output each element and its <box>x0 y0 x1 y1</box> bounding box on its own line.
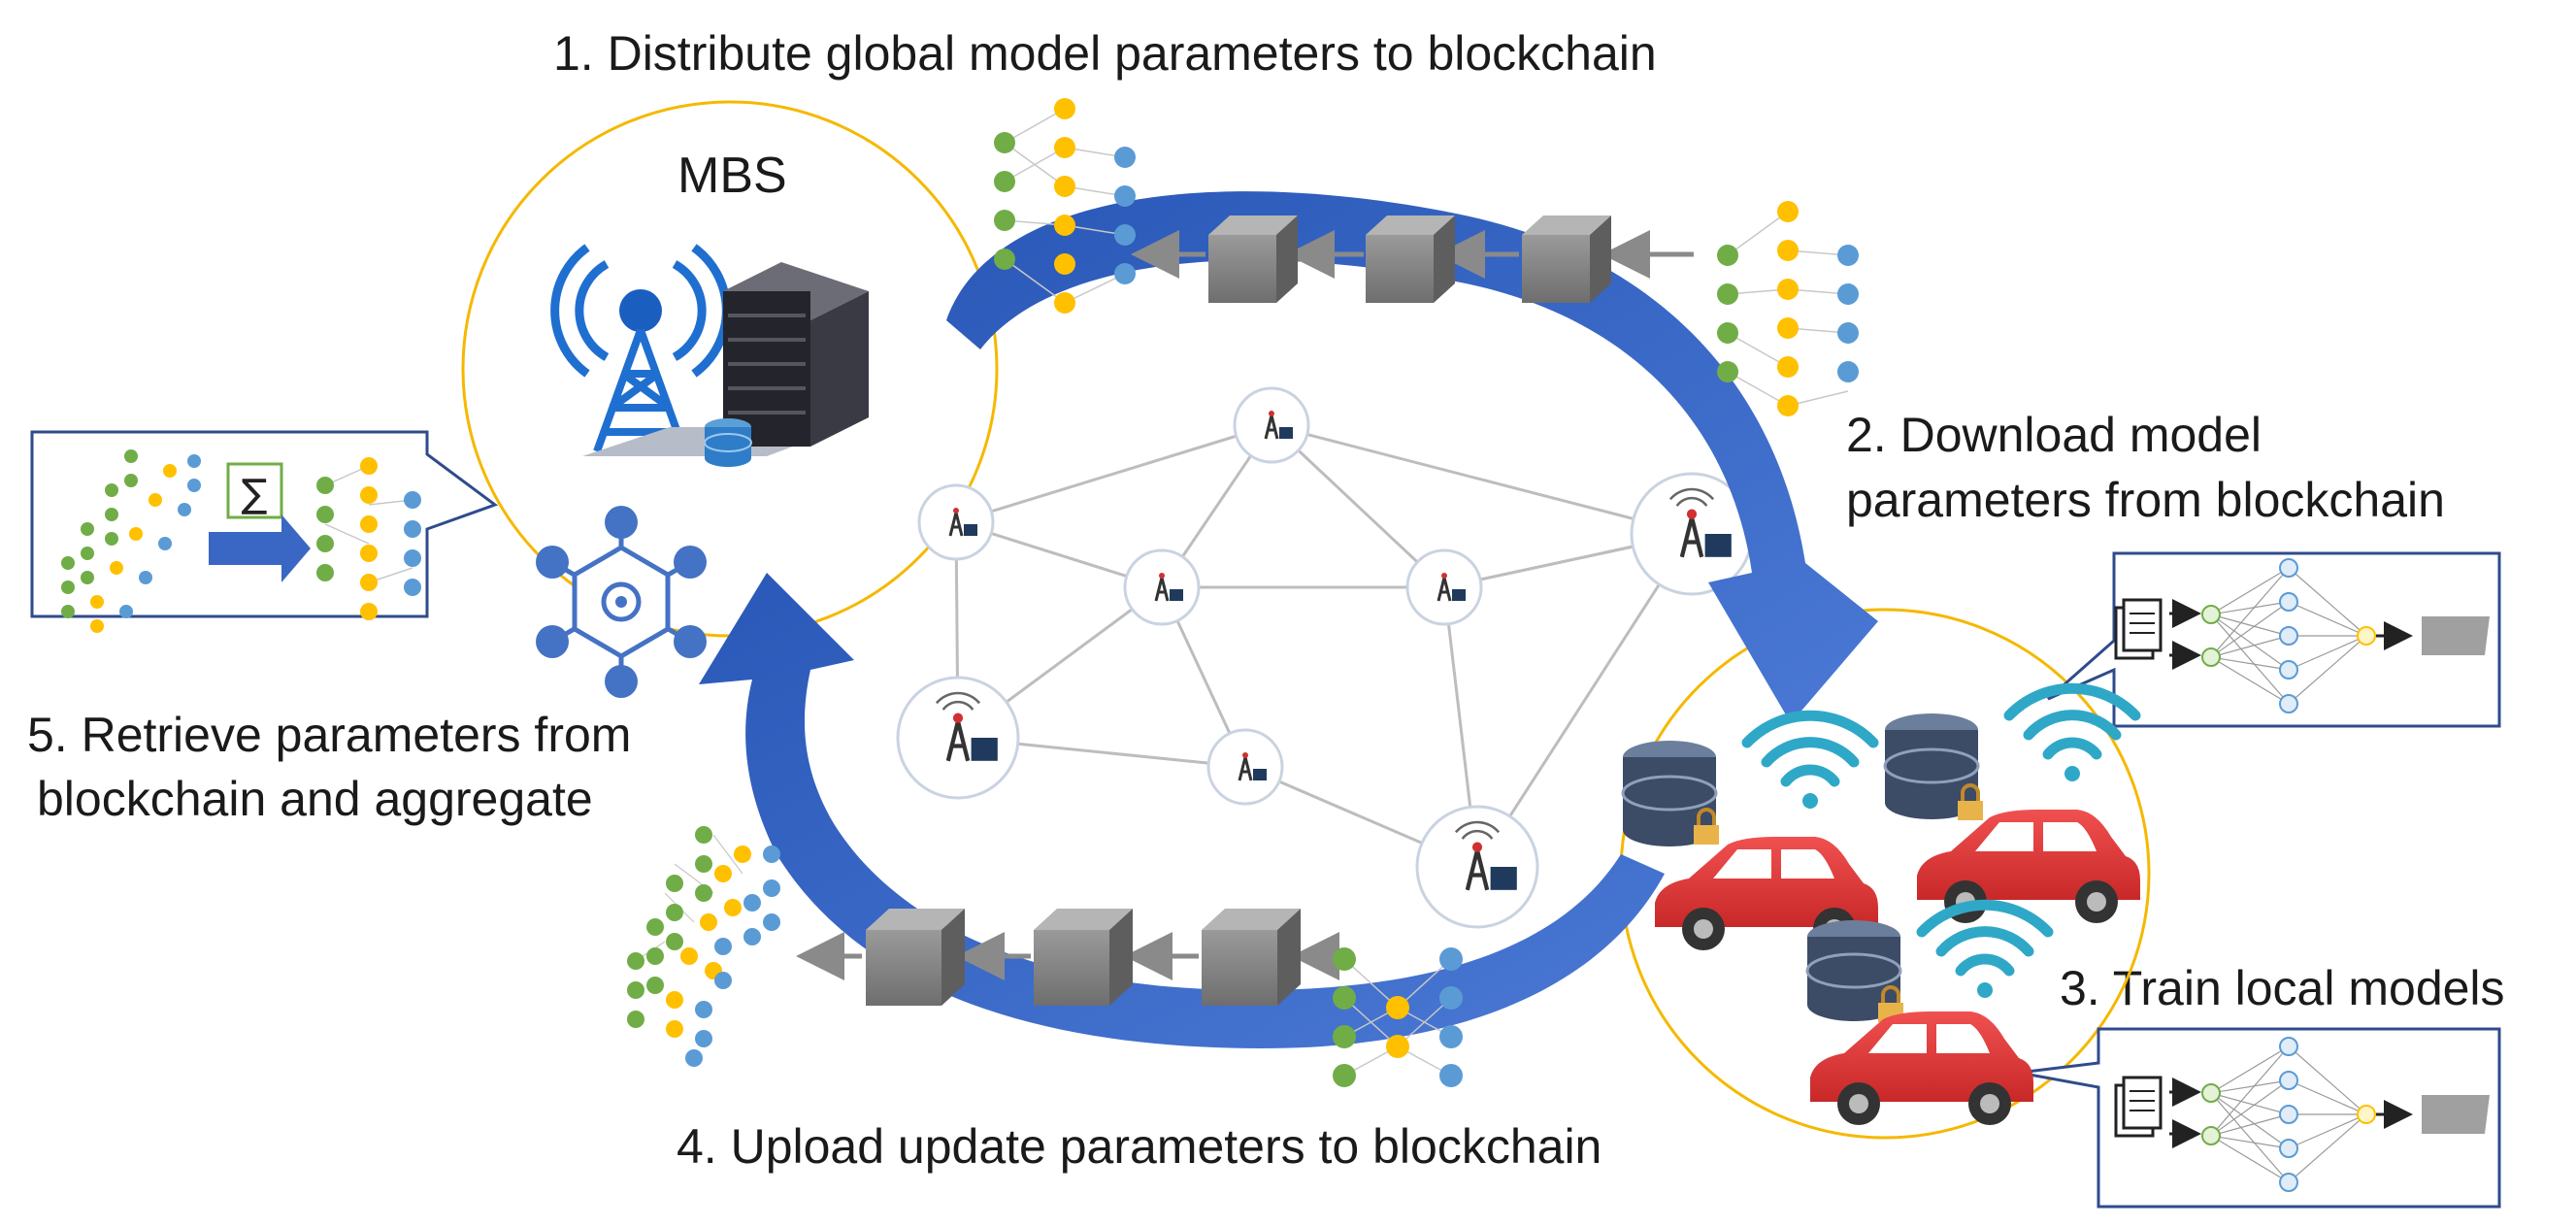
document-icon <box>2114 598 2163 660</box>
global-model-icon <box>316 457 421 620</box>
blockchain-top <box>1131 216 1694 303</box>
database-icon <box>1883 713 1980 819</box>
training-callout-bottom <box>2018 1027 2501 1209</box>
wifi-icon <box>2003 682 2141 781</box>
network-node-large <box>1630 472 1754 596</box>
mlp-icon <box>2201 1037 2376 1192</box>
car-icon <box>1917 810 2140 923</box>
network-node <box>1233 386 1310 464</box>
gear-icon <box>536 506 707 698</box>
training-callout-top <box>2047 551 2501 728</box>
network-node-icon <box>1154 573 1183 602</box>
mlp-icon <box>2201 558 2376 713</box>
vehicle-unit <box>1805 899 2054 1125</box>
stacked-neural-networks-icon <box>627 826 780 1067</box>
network-node-icon <box>1238 752 1267 781</box>
step5-label-line1: 5. Retrieve parameters from <box>27 708 631 762</box>
network-mesh <box>954 423 1694 869</box>
wifi-icon <box>1741 710 1879 809</box>
output-box <box>2422 1095 2490 1134</box>
neural-network-icon <box>1717 201 1859 416</box>
blockchain-block-icon <box>1208 216 1298 303</box>
network-node <box>1405 548 1483 626</box>
step4-label: 4. Upload update parameters to blockchai… <box>677 1119 1602 1174</box>
blockchain-block-icon <box>866 909 965 1006</box>
blockchain-block-icon <box>1366 216 1455 303</box>
step3-label: 3. Train local models <box>2060 961 2505 1015</box>
step2-label-line2: parameters from blockchain <box>1846 473 2445 527</box>
network-node-icon <box>1454 820 1517 891</box>
server-rack-icon <box>723 262 869 447</box>
arrow-upload-retrieve <box>699 573 1665 1048</box>
aggregate-arrow <box>209 514 311 582</box>
aggregation-callout: ∑ <box>30 430 499 633</box>
lock-icon <box>1958 783 1983 820</box>
network-node-icon <box>1668 487 1732 558</box>
network-node-large <box>1415 805 1539 929</box>
step2-label-line1: 2. Download model <box>1846 408 2262 462</box>
network-node <box>917 483 995 561</box>
step5-label-line2: blockchain and aggregate <box>37 772 593 826</box>
mbs-label: MBS <box>677 148 787 204</box>
network-node <box>1206 728 1284 806</box>
car-icon <box>1810 1011 2033 1125</box>
step1-label: 1. Distribute global model parameters to… <box>553 26 1657 81</box>
lock-icon <box>1694 808 1719 845</box>
blockchain-block-icon <box>1034 909 1133 1006</box>
wifi-icon <box>1916 899 2054 998</box>
stacked-models-icon <box>61 449 201 633</box>
database-icon <box>704 418 752 467</box>
sum-symbol: ∑ <box>242 472 268 516</box>
network-node-large <box>896 676 1020 800</box>
vehicle-unit <box>1883 682 2141 923</box>
neural-network-icon <box>1333 947 1463 1087</box>
vehicle-unit <box>1621 710 1879 950</box>
blockchain-block-icon <box>1202 909 1301 1006</box>
arrow-distribute-download <box>946 191 1878 723</box>
network-node-icon <box>1437 573 1466 602</box>
neural-network-icon <box>994 98 1136 314</box>
network-node-icon <box>935 691 998 762</box>
output-box <box>2422 616 2490 655</box>
network-node-icon <box>1264 411 1293 440</box>
blockchain-block-icon <box>1522 216 1611 303</box>
document-icon <box>2114 1076 2163 1138</box>
blockchain-bottom <box>796 909 1354 1006</box>
radio-tower-icon <box>550 244 731 453</box>
network-node <box>1123 548 1201 626</box>
network-node-icon <box>948 508 977 537</box>
